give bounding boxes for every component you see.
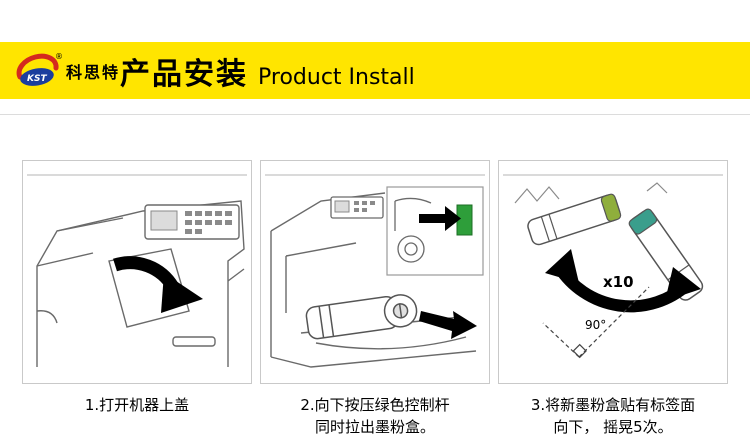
step1-caption-line1: 1.打开机器上盖 [84, 396, 190, 414]
step1-panel [22, 160, 252, 384]
lever-detail-inset [386, 186, 484, 276]
page-title-en: Product Install [258, 64, 415, 90]
step3-panel: x10 90° [498, 160, 728, 384]
right-angle-marker [572, 343, 587, 359]
press-lever-arrow [419, 206, 461, 231]
step2-caption-line1: 2.向下按压绿色控制杆 [300, 396, 450, 414]
header-divider [0, 114, 750, 115]
open-cover-arrow [113, 256, 203, 313]
toner-cartridge-left [527, 193, 622, 246]
background-scribbles [514, 182, 668, 204]
pull-out-arrow [419, 311, 477, 339]
control-panel [144, 204, 240, 240]
step2-panel [260, 160, 490, 384]
page-title-cn: 产品安装 [120, 56, 249, 92]
step3-caption-line1: 3.将新墨粉盒贴有标签面 [530, 396, 696, 414]
brand-name: 科思特 [66, 62, 121, 82]
pull-cartridge-illustration [265, 174, 485, 368]
step3-caption: 3.将新墨粉盒贴有标签面 向下， 摇晃5次。 [498, 394, 728, 438]
step-2: 2.向下按压绿色控制杆 同时拉出墨粉盒。 [260, 160, 490, 438]
step-1: 1.打开机器上盖 [22, 160, 252, 438]
toner-cartridge [305, 294, 418, 340]
step2-caption-line2: 同时拉出墨粉盒。 [314, 418, 435, 436]
control-panel-small [330, 196, 384, 219]
step2-caption: 2.向下按压绿色控制杆 同时拉出墨粉盒。 [260, 394, 490, 438]
page-title: 产品安装 Product Install [120, 49, 415, 93]
step3-caption-line2: 向下， 摇晃5次。 [553, 418, 673, 436]
shake-arrow [545, 249, 701, 313]
install-steps: 1.打开机器上盖 [22, 160, 728, 438]
open-cover-illustration [27, 174, 247, 367]
angle-label: 90° [585, 318, 606, 332]
step-3: x10 90° 3.将新墨粉盒贴有标签面 向下， 摇晃5次。 [498, 160, 728, 438]
header-banner: KST ® 科思特 产品安装 Product Install [0, 42, 750, 99]
shake-count-label: x10 [603, 273, 634, 291]
shake-cartridge-illustration: x10 90° [503, 174, 723, 359]
logo-text: KST [27, 74, 47, 84]
green-control-lever [456, 204, 473, 236]
registered-mark: ® [55, 52, 63, 61]
step1-caption: 1.打开机器上盖 [22, 394, 252, 416]
brand-logo-icon: KST ® [16, 52, 63, 86]
